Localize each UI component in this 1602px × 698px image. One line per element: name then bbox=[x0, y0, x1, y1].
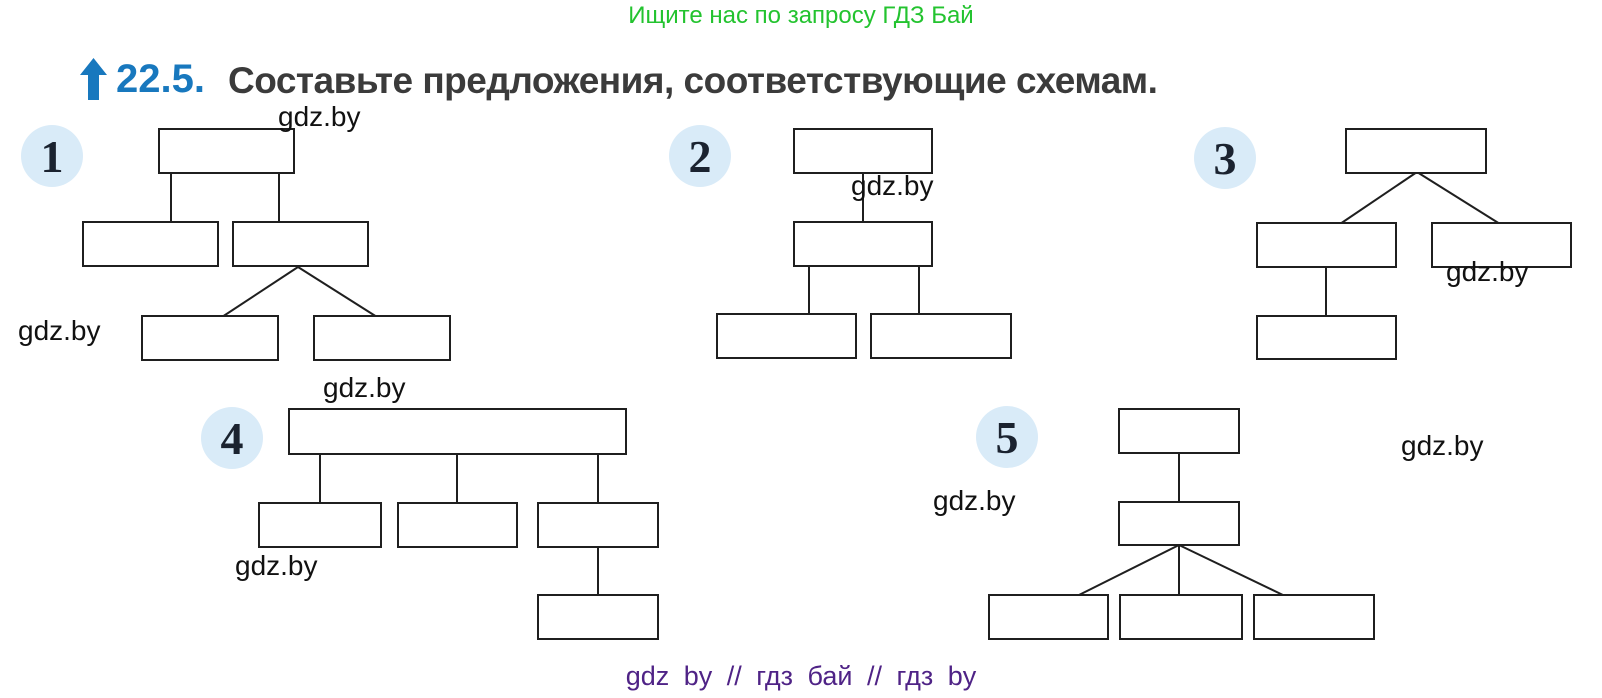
schema-box bbox=[397, 502, 518, 548]
watermark-label: gdz.by bbox=[1401, 430, 1484, 461]
watermark-label: gdz.by bbox=[933, 485, 1016, 516]
diagram-4-badge: 4 bbox=[201, 407, 263, 469]
connector-line bbox=[1178, 544, 1286, 597]
schema-box bbox=[1256, 222, 1397, 268]
schema-box bbox=[1256, 315, 1397, 360]
connector-line bbox=[297, 266, 378, 318]
connector-line bbox=[1339, 171, 1418, 225]
schema-box bbox=[158, 128, 295, 174]
schema-box bbox=[1253, 594, 1375, 640]
footer-search-terms: gdz by // гдз бай // гдз by bbox=[625, 661, 977, 691]
schema-box bbox=[232, 221, 369, 267]
watermark-label: gdz.by bbox=[18, 315, 101, 346]
schema-box bbox=[1118, 408, 1240, 454]
exercise-instruction: Составьте предложения, соответствующие с… bbox=[228, 60, 1158, 101]
schema-box bbox=[1431, 222, 1572, 268]
watermark-label: gdz.by bbox=[1446, 256, 1529, 287]
diagram-3-badge: 3 bbox=[1194, 127, 1256, 189]
schema-box bbox=[141, 315, 279, 361]
schema-box bbox=[258, 502, 382, 548]
schema-box bbox=[537, 502, 659, 548]
schema-box bbox=[1119, 594, 1243, 640]
connector-line bbox=[1076, 544, 1180, 597]
schema-box bbox=[313, 315, 451, 361]
watermark-label: gdz.by bbox=[278, 101, 361, 132]
connector-line bbox=[1416, 171, 1501, 225]
exercise-number: 22.5. bbox=[116, 57, 205, 101]
promo-banner: Ищите нас по запросу ГДЗ Бай bbox=[628, 2, 974, 29]
schema-box bbox=[793, 128, 933, 174]
connector-line bbox=[221, 266, 299, 318]
schema-box bbox=[537, 594, 659, 640]
schema-box bbox=[1345, 128, 1487, 174]
schema-box bbox=[793, 221, 933, 267]
up-arrow-icon bbox=[80, 58, 107, 100]
diagram-1-badge: 1 bbox=[21, 125, 83, 187]
schema-box bbox=[870, 313, 1012, 359]
schema-box bbox=[1118, 501, 1240, 546]
schema-box bbox=[716, 313, 857, 359]
schema-box bbox=[288, 408, 627, 455]
watermark-label: gdz.by bbox=[323, 372, 406, 403]
watermark-label: gdz.by bbox=[235, 550, 318, 581]
diagram-2-badge: 2 bbox=[669, 125, 731, 187]
diagram-5-badge: 5 bbox=[976, 406, 1038, 468]
schema-box bbox=[82, 221, 219, 267]
watermark-label: gdz.by bbox=[851, 170, 934, 201]
schema-box bbox=[988, 594, 1109, 640]
